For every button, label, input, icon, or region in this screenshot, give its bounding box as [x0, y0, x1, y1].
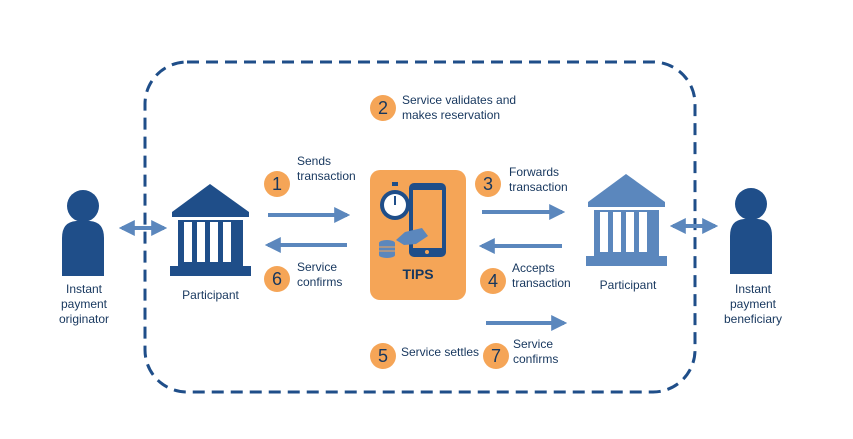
step-label-5: Service settles: [401, 345, 480, 359]
step-badge-1: 1: [264, 171, 290, 197]
step-badge-6: 6: [264, 266, 290, 292]
bank-building-icon: [586, 174, 667, 266]
originator-label: Instant payment originator: [58, 282, 110, 326]
beneficiary-label: Instant payment beneficiary: [723, 282, 783, 326]
step-label-2: Service validates and makes reservation: [402, 93, 517, 122]
phone-icon: [409, 183, 446, 257]
step-label-4: Accepts transaction: [512, 261, 571, 290]
tips-label: TIPS: [402, 266, 434, 282]
step-badge-3: 3: [475, 171, 501, 197]
bank-building-icon: [170, 184, 251, 276]
step-badge-5: 5: [370, 343, 396, 369]
step-badge-7: 7: [483, 343, 509, 369]
person-icon: [730, 188, 772, 274]
step-label-6: Service confirms: [297, 260, 343, 289]
person-icon: [62, 190, 104, 276]
coins-icon: [379, 228, 428, 258]
step-label-7: Service confirms: [513, 337, 559, 366]
participant-left-label: Participant: [182, 288, 239, 302]
stopwatch-icon: [380, 182, 410, 220]
step-label-3: Forwards transaction: [509, 165, 568, 194]
step-badge-4: 4: [480, 268, 506, 294]
step-badge-2: 2: [370, 95, 396, 121]
step-label-1: Sends transaction: [297, 154, 356, 183]
participant-right-label: Participant: [599, 278, 657, 292]
